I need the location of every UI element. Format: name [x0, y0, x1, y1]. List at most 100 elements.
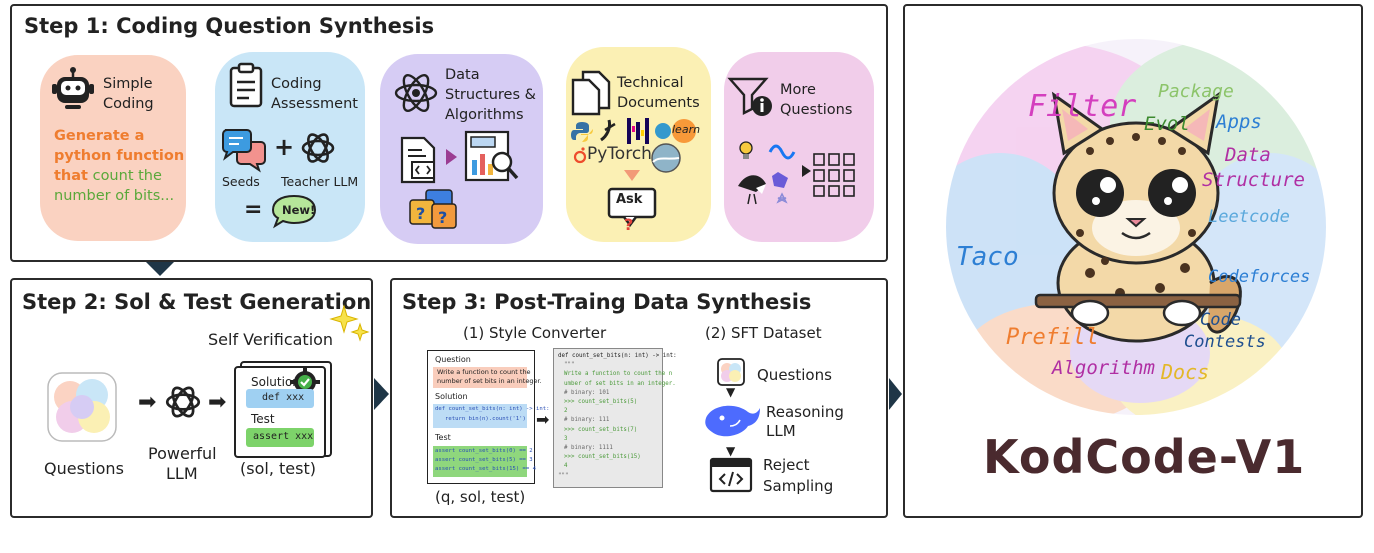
assert-box [246, 428, 314, 447]
self-verification-label: Self Verification [208, 330, 334, 349]
more-arrow-icon [802, 165, 811, 177]
ask-label: Ask [616, 192, 643, 207]
card-t-line2: assert count_set_bits(5) == 3 [435, 457, 533, 463]
step3-to-kodcode-arrow [889, 378, 902, 410]
card-question-title: Question [435, 355, 471, 364]
reject-label-1: Reject [763, 456, 810, 474]
test-label: Test [251, 412, 275, 426]
converted-line: >>> count_set_bits(15) [564, 454, 641, 461]
reasoning-label-1: Reasoning [766, 403, 844, 421]
powerful-llm-label-2: LLM [166, 464, 198, 483]
more-label-2: Questions [780, 102, 853, 118]
sft-questions-label: Questions [757, 366, 832, 384]
converted-line: >>> count_set_bits(5) [564, 399, 638, 406]
style-arrow: ➡ [536, 410, 550, 429]
arrow-2: ➡ [208, 390, 227, 415]
questions-blob-icon [47, 372, 117, 442]
def-box [246, 389, 314, 408]
word-docs: Docs [1161, 360, 1210, 384]
model-logos-icon [738, 141, 796, 205]
reject-label-2: Sampling [763, 477, 834, 495]
step3-title: Step 3: Post-Traing Data Synthesis [402, 290, 812, 314]
card-test-title: Test [435, 433, 451, 442]
simple-example-2: python function [54, 148, 185, 164]
card-s-line1: def count_set_bits(n: int) -> int: [435, 406, 550, 412]
docs-label-1: Technical [617, 75, 684, 91]
card-solution-title: Solution [435, 392, 468, 401]
word-codeforces: Codeforces [1208, 267, 1311, 287]
question-grid-icon [813, 153, 855, 197]
atom-icon [394, 74, 438, 112]
sol-test-label: (sol, test) [240, 459, 316, 478]
style-converter-label: (1) Style Converter [463, 324, 607, 342]
pandas-icon [627, 118, 649, 144]
new-label: New! [282, 203, 316, 217]
sft-arrow-1: ▼ [726, 385, 736, 399]
sft-arrow-2: ▼ [726, 444, 736, 458]
simple-example-3b: count the [87, 168, 162, 184]
svg-text:?: ? [624, 215, 633, 234]
gear-check-icon [290, 367, 320, 397]
arrow-1: ➡ [138, 390, 157, 415]
dsa-label-2: Structures & [445, 87, 536, 103]
python-icon [571, 122, 593, 142]
powerful-llm-label-1: Powerful [148, 444, 217, 463]
word-algorithm: Algorithm [1052, 357, 1155, 379]
card-q-line2: number of set bits in an integer. [437, 377, 542, 385]
seaborn-icon [651, 143, 681, 173]
card-question-box [433, 367, 527, 388]
ask-bubble-icon: ? [607, 187, 657, 234]
word-package: Package [1158, 81, 1234, 102]
dsa-label-1: Data [445, 67, 480, 83]
sft-questions-icon [717, 358, 745, 386]
simple-example-4: number of bits... [54, 188, 175, 204]
card-q-line1: Write a function to count the [437, 368, 531, 376]
funnel-info-icon [727, 77, 772, 116]
learn-label: learn [672, 123, 701, 136]
chart-magnifier-icon [464, 130, 519, 182]
pytorch-label: PyTorch [587, 144, 652, 164]
card-test-box [433, 446, 527, 477]
converted-card [553, 348, 663, 488]
word-structure: Structure [1202, 169, 1305, 191]
more-label-1: More [780, 82, 816, 98]
card-s-line2: return bin(n).count('1') [445, 416, 526, 422]
converted-line: # binary: 101 [564, 389, 610, 396]
svg-text:?: ? [438, 208, 447, 227]
simple-example-3a: that [54, 168, 88, 184]
word-prefill: Prefill [1006, 325, 1099, 350]
converted-line: 2 [564, 408, 568, 415]
openai-icon [301, 133, 335, 163]
simple-label-1: Simple [103, 76, 153, 92]
numpy-icon [600, 119, 616, 142]
word-data: Data [1225, 144, 1271, 166]
simple-label-2: Coding [103, 96, 154, 112]
pytorch-icon [573, 147, 587, 164]
converted-line: """ [558, 472, 569, 479]
step1-to-step2-arrow [146, 262, 174, 276]
converted-line: >>> count_set_bits(7) [564, 426, 638, 433]
converted-code: def count_set_bits(n: int) -> int:"""Wri… [558, 352, 677, 481]
assessment-label-1: Coding [271, 76, 322, 92]
word-contests: Contests [1184, 332, 1266, 352]
word-code: Code [1200, 310, 1241, 330]
card-t-line3: assert count_set_bits(15) == 4 [435, 466, 537, 472]
documents-icon [571, 70, 611, 116]
docs-arrow-icon [624, 170, 640, 181]
kodcode-title: KodCode-V1 [983, 430, 1306, 484]
assessment-equals: = [244, 197, 263, 222]
sft-dataset-label: (2) SFT Dataset [705, 324, 822, 342]
q-sol-test-label: (q, sol, test) [435, 488, 526, 506]
svg-text:?: ? [416, 204, 425, 223]
word-evol: Evol [1144, 113, 1190, 135]
kodcode-circle [946, 39, 1326, 415]
dsa-label-3: Algorithms [445, 107, 524, 123]
code-file-icon [400, 136, 436, 184]
converted-line: """ [564, 362, 575, 369]
clipboard-icon [229, 62, 263, 108]
simple-example-3: that count the [54, 167, 162, 186]
word-apps: Apps [1216, 111, 1262, 133]
sklearn-icon [655, 119, 696, 143]
robot-icon [52, 67, 94, 109]
converted-line: 4 [564, 463, 568, 470]
